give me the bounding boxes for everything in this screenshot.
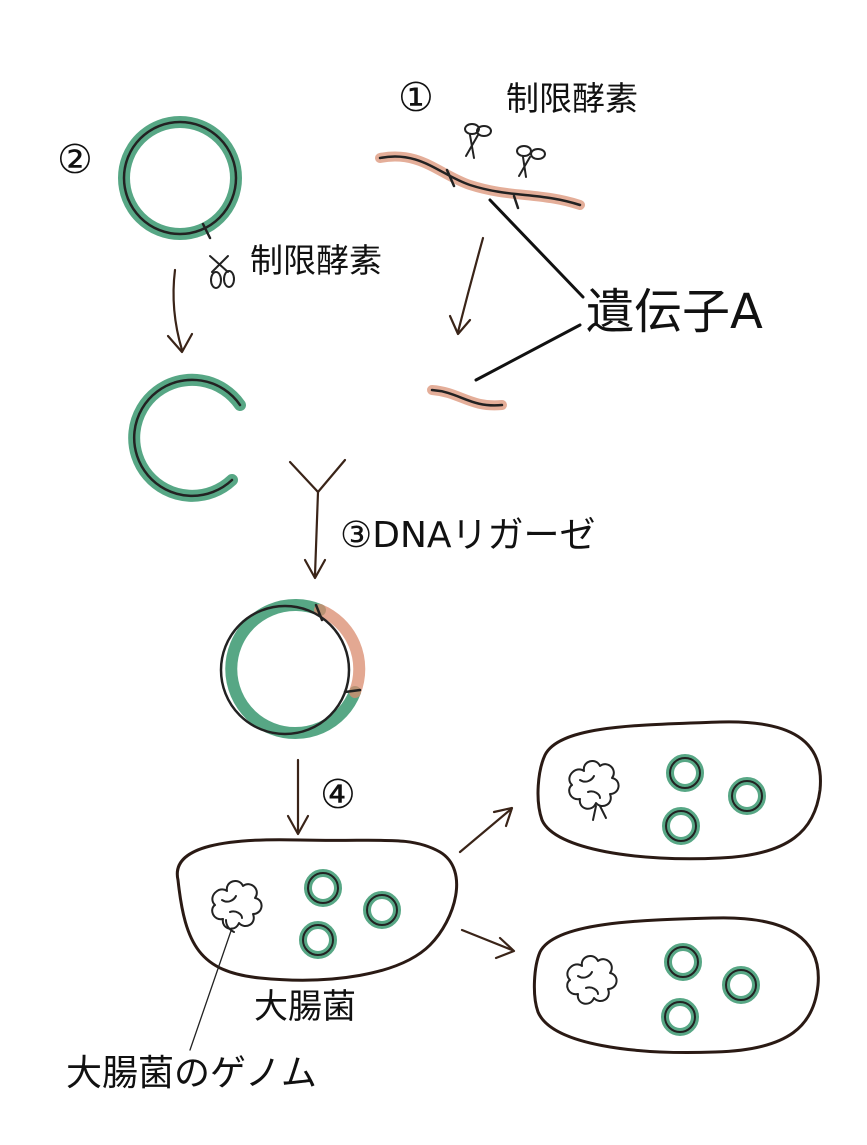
enzyme-label-top: 制限酵素	[506, 79, 638, 118]
scissors-icon	[464, 123, 546, 178]
ecoli-cell-daughter-2	[532, 916, 820, 1054]
ecoli-cell-main	[175, 838, 459, 982]
recombinant-plasmid	[219, 599, 366, 739]
step-1-label: ①	[398, 75, 434, 121]
step-2-label: ②	[57, 137, 93, 183]
merge-arrow	[288, 458, 347, 580]
arrow-icon	[166, 268, 194, 354]
gene-fragment	[427, 385, 507, 411]
donor-dna-strand	[375, 151, 585, 210]
ecoli-genome-label: 大腸菌のゲノム	[66, 1053, 317, 1094]
step-4-label: ④	[320, 772, 356, 818]
plasmid-circle-original	[118, 116, 242, 240]
arrow-icon	[458, 806, 516, 960]
genome-scribble	[211, 879, 263, 933]
arrow-icon	[286, 758, 310, 836]
ecoli-label: 大腸菌	[254, 987, 356, 1027]
gene-pointer-lines	[474, 198, 585, 382]
gene-label: 遺伝子A	[586, 284, 763, 340]
step-3-label: ③DNAリガーゼ	[340, 515, 596, 556]
genome-pointer-line	[189, 927, 233, 1051]
ecoli-cell-daughter-1	[536, 720, 822, 861]
enzyme-label-left: 制限酵素	[250, 241, 382, 280]
cut-plasmid	[128, 373, 246, 502]
arrow-icon	[448, 236, 485, 336]
scissors-icon	[209, 255, 235, 289]
